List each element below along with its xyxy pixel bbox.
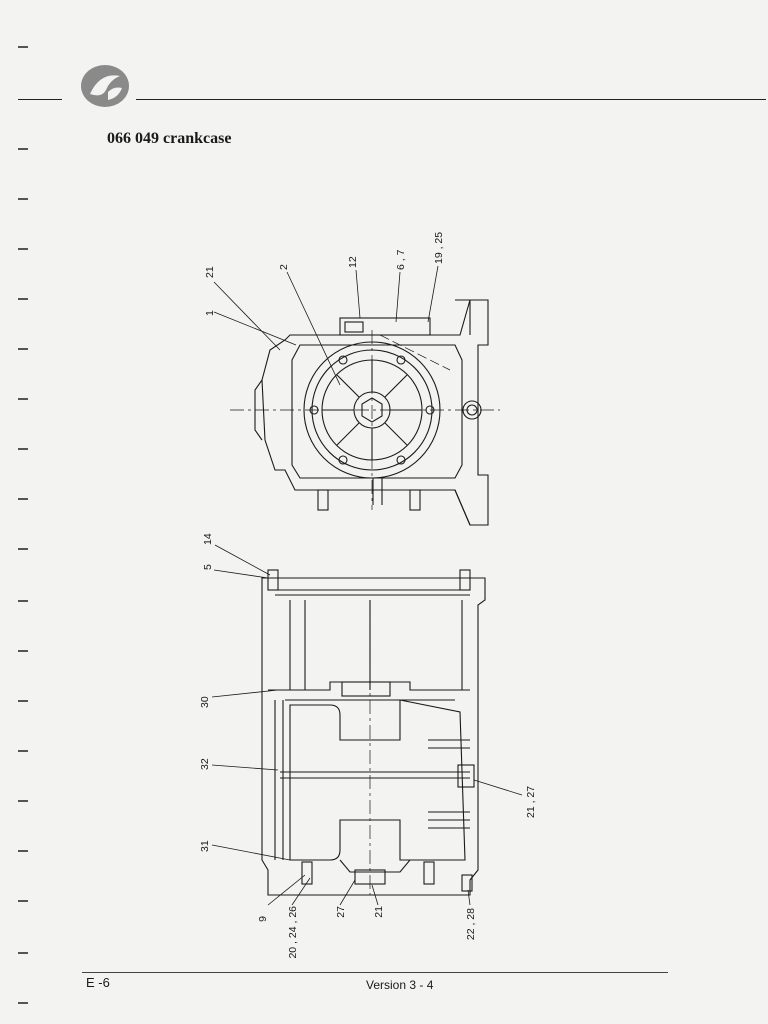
callout-9: 9 — [257, 916, 269, 922]
callout-1: 1 — [204, 310, 216, 316]
callout-30: 30 — [199, 696, 211, 708]
callout-31: 31 — [199, 840, 211, 852]
callout-21-27: 21 , 27 — [525, 786, 537, 818]
header-rule — [136, 99, 766, 100]
version-label: Version 3 - 4 — [366, 978, 434, 992]
leader-lines — [211, 265, 523, 906]
callout-22-28: 22 , 28 — [465, 908, 477, 940]
callout-labels: 21 1 2 12 6 , 7 19 , 25 14 5 30 32 31 9 … — [199, 232, 537, 959]
company-logo — [81, 65, 129, 107]
callout-19-25: 19 , 25 — [433, 232, 445, 264]
callout-27: 27 — [335, 906, 347, 918]
callout-5: 5 — [202, 564, 214, 570]
callout-21-top: 21 — [204, 266, 216, 278]
side-view — [261, 569, 486, 896]
callout-14: 14 — [202, 533, 214, 545]
page-title: 066 049 crankcase — [107, 130, 232, 147]
end-view — [230, 299, 500, 526]
page-number: E -6 — [86, 975, 110, 990]
callout-32: 32 — [199, 758, 211, 770]
callout-2: 2 — [278, 264, 290, 270]
header-left-rule — [18, 99, 62, 100]
callout-20-24-26: 20 , 24 , 26 — [287, 906, 299, 959]
callout-6-7: 6 , 7 — [395, 249, 407, 270]
callout-21-bottom: 21 — [373, 906, 385, 918]
callout-12: 12 — [347, 256, 359, 268]
footer-rule — [82, 972, 668, 973]
